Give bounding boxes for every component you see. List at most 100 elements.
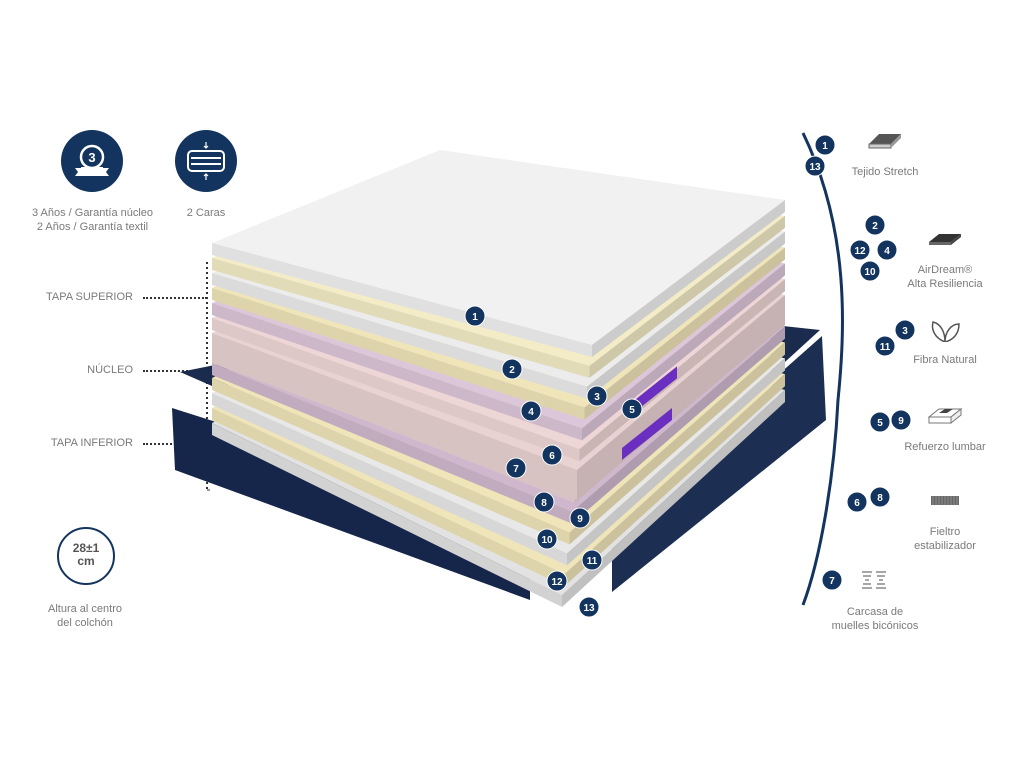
legend-item-1: Tejido Stretch: [830, 130, 940, 179]
legend-label-2: Alta Resiliencia: [907, 278, 983, 290]
layer-badge-11: 11: [581, 549, 603, 571]
svg-text:2: 2: [872, 221, 878, 232]
svg-text:1: 1: [822, 141, 828, 152]
svg-text:5: 5: [629, 405, 635, 416]
felt-icon: [931, 496, 959, 505]
legend-badge-13: 13: [804, 155, 826, 177]
legend-badge-10: 10: [859, 260, 881, 282]
legend-label: Fibra Natural: [913, 354, 977, 366]
section-tapa-inferior: TAPA INFERIOR: [50, 437, 133, 449]
svg-text:5: 5: [877, 418, 883, 429]
svg-text:2: 2: [509, 365, 515, 376]
layer-badge-8: 8: [533, 491, 555, 513]
mattress-base: [172, 300, 826, 600]
layer-badge-5: 5: [621, 398, 643, 420]
legend-item-4: Refuerzo lumbar: [890, 405, 1000, 454]
divider: [143, 443, 207, 445]
svg-text:12: 12: [551, 577, 563, 588]
legend-badge-12: 12: [849, 239, 871, 261]
layer-4: [212, 187, 785, 420]
legend-item-6: Carcasa de muelles bicónicos: [820, 570, 930, 633]
layer-7: [212, 225, 785, 500]
layer-1: [212, 150, 785, 357]
layer-11: [212, 275, 785, 566]
fabric-icon: [868, 134, 901, 149]
foam-icon: [929, 234, 961, 245]
layer-badge-12: 12: [546, 570, 568, 592]
legend-label-2: estabilizador: [914, 540, 976, 552]
svg-text:11: 11: [587, 556, 598, 567]
layer-8: [212, 237, 785, 503]
height-value: 28±1: [72, 541, 100, 555]
legend-item-3: Fibra Natural: [890, 318, 1000, 367]
height-caption: Altura al centro del colchón: [30, 602, 140, 630]
svg-text:10: 10: [541, 535, 553, 546]
height-badge: 28±1 cm: [57, 527, 115, 585]
layer-12: [212, 287, 785, 587]
layer-3: [212, 175, 785, 399]
layer-2: [212, 162, 785, 378]
legend-badge-2: 2: [864, 214, 886, 236]
layer-6: [212, 212, 785, 462]
svg-text:12: 12: [854, 246, 866, 257]
svg-text:3: 3: [594, 392, 600, 403]
layer-badge-7: 7: [505, 457, 527, 479]
section-nucleo: NÚCLEO: [87, 364, 133, 376]
layer-5: [212, 200, 785, 441]
sides-caption: 2 Caras: [186, 207, 226, 219]
legend-item-2: AirDream® Alta Resiliencia: [890, 228, 1000, 291]
svg-text:13: 13: [583, 603, 595, 614]
base-left-wall: [172, 408, 530, 600]
svg-text:9: 9: [577, 514, 583, 525]
layer-badge-13: 13: [578, 596, 600, 618]
divider: [143, 297, 207, 299]
lumbar-reinforcement: [627, 366, 677, 419]
section-tapa-superior: TAPA SUPERIOR: [45, 291, 133, 303]
layer-badge-1: 1: [464, 305, 486, 327]
layer-badge-6: 6: [541, 444, 563, 466]
lumbar-icon: [927, 407, 963, 425]
legend-label: Tejido Stretch: [851, 166, 919, 178]
svg-text:8: 8: [877, 493, 883, 504]
legend-item-5: Fieltro estabilizador: [890, 490, 1000, 553]
two-sides-icon: [175, 130, 237, 192]
layer-badge-2: 2: [501, 358, 523, 380]
legend-badge-6: 6: [846, 491, 868, 513]
height-line1: Altura al centro: [48, 603, 122, 615]
layer-13: [212, 300, 785, 607]
layer-9: [212, 250, 785, 524]
svg-text:10: 10: [864, 267, 876, 278]
warranty-caption: 3 Años / Garantía núcleo 2 Años / Garant…: [10, 206, 175, 234]
leaf-icon: [931, 321, 960, 343]
divider: [143, 370, 207, 372]
legend-label-2: muelles bicónicos: [831, 620, 919, 632]
svg-text:8: 8: [541, 498, 547, 509]
svg-text:4: 4: [528, 407, 534, 418]
legend-label: AirDream®: [917, 264, 973, 276]
lumbar-reinforcement: [622, 408, 672, 460]
legend-badge-8: 8: [869, 486, 891, 508]
height-unit: cm: [77, 554, 95, 568]
layer-badge-4: 4: [520, 400, 542, 422]
svg-text:6: 6: [549, 451, 555, 462]
springs-icon: [862, 571, 886, 589]
warranty-ribbon-icon: 3: [61, 130, 123, 192]
height-line2: del colchón: [57, 617, 113, 629]
base-right-wall: [612, 336, 826, 592]
svg-text:13: 13: [809, 162, 821, 173]
legend-label: Fieltro: [929, 526, 961, 538]
layer-badge-3: 3: [586, 385, 608, 407]
layer-badge-9: 9: [569, 507, 591, 529]
legend-label: Carcasa de: [846, 606, 904, 618]
legend-curve: [801, 132, 844, 606]
svg-text:1: 1: [472, 312, 478, 323]
legend-badge-5: 5: [869, 411, 891, 433]
svg-text:7: 7: [513, 464, 519, 475]
warranty-line2: 2 Años / Garantía textil: [36, 221, 149, 233]
warranty-line1: 3 Años / Garantía núcleo: [31, 207, 154, 219]
legend-label: Refuerzo lumbar: [904, 441, 986, 453]
layer-badge-10: 10: [536, 528, 558, 550]
svg-text:3: 3: [88, 150, 95, 165]
layer-10: [212, 262, 785, 545]
